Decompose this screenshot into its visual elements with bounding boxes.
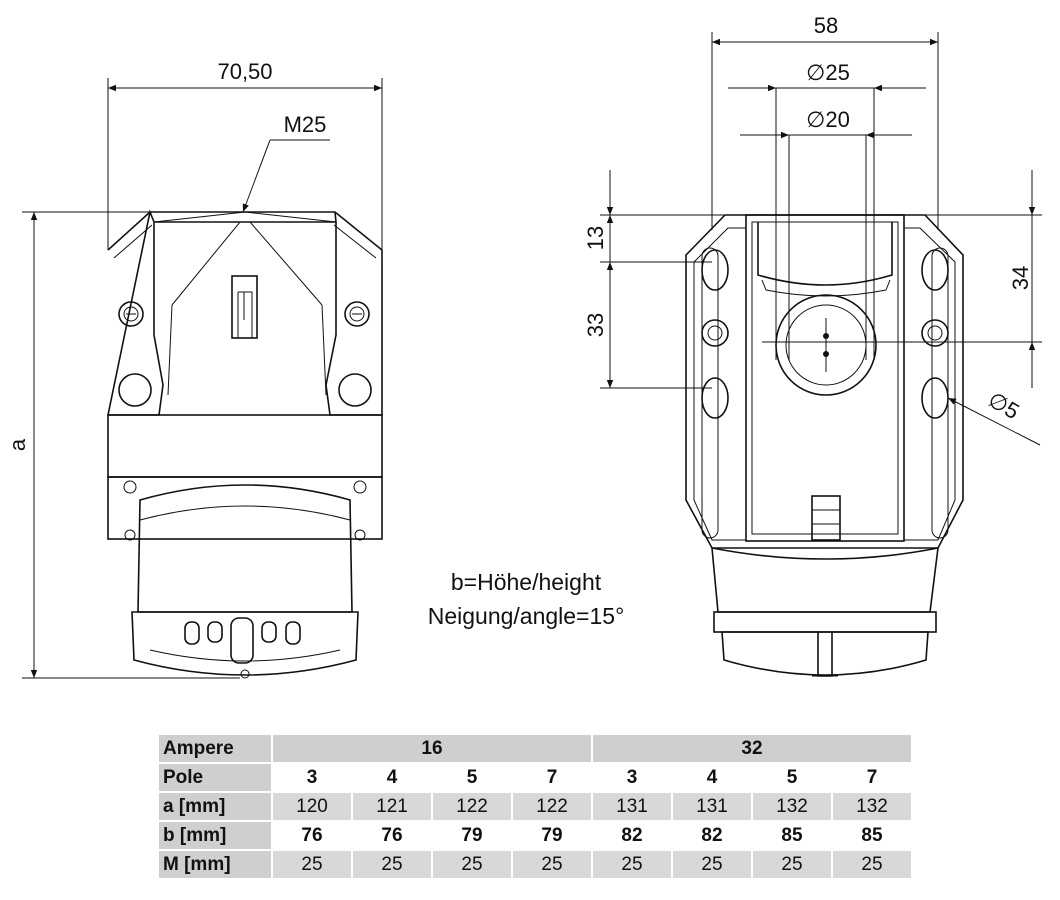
table-cell: 3: [273, 764, 351, 791]
row-label-b: b [mm]: [159, 822, 271, 849]
table-cell: 25: [513, 851, 591, 878]
table-cell: 25: [353, 851, 431, 878]
front-view: 58 ∅25 ∅20 13 33 34 ∅5: [583, 13, 1042, 677]
table-cell: 25: [753, 851, 831, 878]
table-cell: 82: [593, 822, 671, 849]
dim-13: 13: [583, 226, 608, 250]
table-cell: 121: [353, 793, 431, 820]
note-angle: Neigung/angle=15°: [428, 603, 625, 629]
row-label-pole: Pole: [159, 764, 271, 791]
table-cell: 25: [833, 851, 911, 878]
table-cell: 7: [513, 764, 591, 791]
dim-diameter-outer: ∅25: [806, 60, 850, 85]
table-cell: 82: [673, 822, 751, 849]
table-cell: 25: [593, 851, 671, 878]
row-label-m: M [mm]: [159, 851, 271, 878]
technical-drawing: 70,50 M25 a: [5, 13, 1042, 679]
table-cell: 4: [673, 764, 751, 791]
dim-33: 33: [583, 313, 608, 337]
table-cell: 3: [593, 764, 671, 791]
table-row-b: b [mm] 76 76 79 79 82 82 85 85: [159, 822, 911, 849]
dim-height-a: a: [5, 438, 30, 451]
table-cell: 25: [273, 851, 351, 878]
table-cell: 79: [513, 822, 591, 849]
table-cell: 5: [753, 764, 831, 791]
table-cell: 132: [833, 793, 911, 820]
table-cell: 7: [833, 764, 911, 791]
dim-width-right: 58: [814, 13, 838, 38]
table-cell: 122: [433, 793, 511, 820]
row-label-a: a [mm]: [159, 793, 271, 820]
side-view: 70,50 M25 a: [5, 59, 383, 679]
table-row-m: M [mm] 25 25 25 25 25 25 25 25: [159, 851, 911, 878]
table-cell: 85: [833, 822, 911, 849]
table-cell: 131: [593, 793, 671, 820]
table-cell: 76: [273, 822, 351, 849]
dim-34: 34: [1008, 266, 1033, 290]
dim-diameter-inner: ∅20: [806, 107, 850, 132]
dim-hole-diameter: ∅5: [984, 387, 1024, 424]
table-row-a: a [mm] 120 121 122 122 131 131 132 132: [159, 793, 911, 820]
table-cell: 85: [753, 822, 831, 849]
table-cell: 4: [353, 764, 431, 791]
table-cell: 25: [433, 851, 511, 878]
thread-label: M25: [284, 112, 327, 137]
table-cell: 5: [433, 764, 511, 791]
row-label-ampere: Ampere: [159, 735, 271, 762]
dim-width-left: 70,50: [217, 59, 272, 84]
dimensions-table: Ampere 16 32 Pole 3 4 5 7 3 4 5 7 a [mm]…: [157, 733, 913, 880]
table-cell: 120: [273, 793, 351, 820]
note-height: b=Höhe/height: [451, 569, 602, 595]
ampere-group-16: 16: [273, 735, 591, 762]
table-cell: 76: [353, 822, 431, 849]
table-cell: 25: [673, 851, 751, 878]
table-row-pole: Pole 3 4 5 7 3 4 5 7: [159, 764, 911, 791]
table-cell: 79: [433, 822, 511, 849]
ampere-group-32: 32: [593, 735, 911, 762]
table-cell: 132: [753, 793, 831, 820]
table-cell: 122: [513, 793, 591, 820]
table-cell: 131: [673, 793, 751, 820]
table-row-ampere: Ampere 16 32: [159, 735, 911, 762]
